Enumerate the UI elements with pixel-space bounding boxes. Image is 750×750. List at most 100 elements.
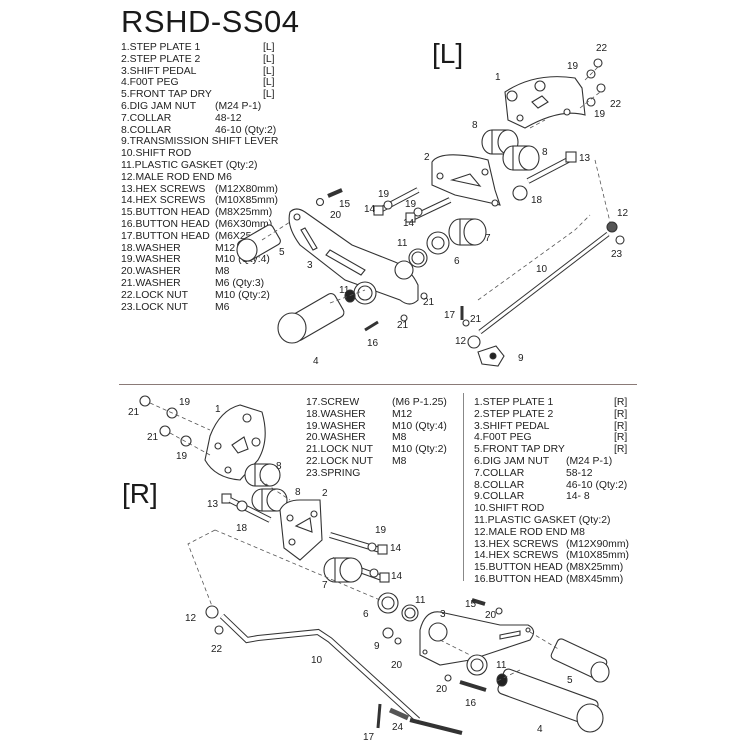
callout: 11 bbox=[397, 238, 408, 249]
part-row: 16.BUTTON HEAD(M8X45mm) bbox=[474, 574, 630, 586]
part-spec: (M6X30mm) bbox=[215, 218, 273, 230]
right-shift-rod-10 bbox=[219, 613, 421, 723]
callout: 13 bbox=[207, 499, 219, 510]
right-button-head-16 bbox=[459, 680, 487, 692]
part-spec: (M6 P-1.25) bbox=[392, 397, 447, 408]
diagram-title: RSHD-SS04 bbox=[121, 4, 300, 39]
callout: 22 bbox=[596, 43, 608, 54]
part-name: 19.WASHER bbox=[306, 420, 366, 432]
part-spec: (M12X90mm) bbox=[566, 538, 629, 550]
part-spec: (M12X80mm) bbox=[215, 183, 278, 195]
part-row: 13.HEX SCREWS(M12X90mm) bbox=[474, 539, 630, 551]
part-row: 2.STEP PLATE 2[R] bbox=[474, 409, 630, 421]
part-name: 9.COLLAR bbox=[474, 491, 525, 503]
part-name: 6.DIG JAM NUT bbox=[474, 455, 550, 467]
callout: 19 bbox=[567, 61, 579, 72]
right-rod-end-12 bbox=[205, 605, 219, 619]
part-spec: M10 (Qty:4) bbox=[392, 420, 447, 432]
part-row: 10.SHIFT ROD bbox=[474, 503, 630, 515]
part-spec: [L] bbox=[263, 89, 275, 101]
callout: 16 bbox=[465, 698, 477, 709]
callout: 6 bbox=[363, 609, 369, 620]
right-step-plate-1 bbox=[204, 404, 266, 481]
left-step-plate-1 bbox=[504, 76, 586, 129]
callout: 20 bbox=[485, 610, 497, 621]
part-name: 21.LOCK NUT bbox=[306, 444, 373, 456]
callout: 10 bbox=[536, 264, 548, 275]
part-spec: M8 bbox=[215, 266, 230, 278]
part-name: 8.COLLAR bbox=[474, 479, 525, 491]
left-button-head-16 bbox=[364, 320, 379, 332]
callout: 21 bbox=[423, 297, 435, 308]
callout: 15 bbox=[339, 199, 351, 210]
right-foot-peg-4 bbox=[496, 668, 604, 733]
part-row: 6.DIG JAM NUT(M24 P-1) bbox=[121, 101, 281, 113]
part-name: 17.BUTTON HEAD bbox=[121, 230, 210, 242]
callout: 8 bbox=[295, 487, 301, 498]
callout: 2 bbox=[424, 152, 430, 163]
right-button-head-15 bbox=[471, 598, 486, 606]
callout: 19 bbox=[378, 189, 390, 200]
part-name: 1.STEP PLATE 1 bbox=[474, 397, 554, 408]
right-shift-pedal-3 bbox=[419, 611, 535, 666]
part-row: 23.SPRING bbox=[306, 468, 456, 480]
part-name: 19.WASHER bbox=[121, 254, 181, 266]
part-name: 12.MALE ROD END M6 bbox=[121, 171, 232, 183]
callout: 19 bbox=[375, 525, 387, 536]
callout: 20 bbox=[391, 660, 403, 671]
part-name: 2.STEP PLATE 2 bbox=[474, 408, 554, 420]
callout: 20 bbox=[330, 210, 342, 221]
part-row: 11.PLASTIC GASKET (Qty:2) bbox=[474, 515, 630, 527]
left-hex-screw-13 bbox=[526, 151, 577, 184]
column-separator bbox=[463, 393, 464, 581]
part-row: 4.F00T PEG[R] bbox=[474, 432, 630, 444]
callout: 11 bbox=[339, 285, 350, 296]
right-front-tap-5 bbox=[550, 638, 610, 683]
right-hex-screw-13 bbox=[221, 493, 272, 523]
callout: 23 bbox=[611, 249, 623, 260]
callout: 9 bbox=[518, 353, 524, 364]
callout: 19 bbox=[176, 451, 188, 462]
part-spec: (M24 P-1) bbox=[566, 455, 613, 467]
callout: 11 bbox=[415, 595, 426, 606]
part-row: 14.HEX SCREWS(M10X85mm) bbox=[121, 195, 281, 207]
part-row: 13.HEX SCREWS(M12X80mm) bbox=[121, 184, 281, 196]
callout: 19 bbox=[179, 397, 191, 408]
part-name: 7.COLLAR bbox=[474, 467, 525, 479]
part-name: 12.MALE ROD END M8 bbox=[474, 526, 585, 538]
callout: 7 bbox=[485, 233, 491, 244]
callout: 15 bbox=[465, 599, 477, 610]
part-row: 19.WASHER M10 (Qty:4) bbox=[306, 421, 456, 433]
part-spec: [R] bbox=[614, 432, 628, 444]
part-name: 3.SHIFT PEDAL bbox=[474, 420, 550, 432]
part-row: 4.F00T PEG[L] bbox=[121, 77, 281, 89]
callout: 13 bbox=[579, 153, 591, 164]
left-rod-end-12 bbox=[606, 221, 618, 233]
part-name: 16.BUTTON HEAD bbox=[474, 573, 563, 585]
callout: 18 bbox=[531, 195, 543, 206]
left-hex-screws-14 bbox=[373, 187, 452, 223]
part-spec: 14- 8 bbox=[566, 491, 590, 503]
part-name: 14.HEX SCREWS bbox=[474, 550, 559, 562]
part-name: 21.WASHER bbox=[121, 277, 181, 289]
callout: 20 bbox=[436, 684, 448, 695]
part-name: 3.SHIFT PEDAL bbox=[121, 65, 197, 77]
left-shift-lever-9 bbox=[477, 345, 505, 367]
right-collar-9 bbox=[382, 627, 394, 639]
part-spec: (M6X25mm) bbox=[215, 230, 273, 242]
part-row: 17.BUTTON HEAD (M6X25mm) bbox=[121, 231, 281, 243]
callout: 14 bbox=[403, 218, 415, 229]
right-spring-24 bbox=[388, 707, 410, 721]
part-spec: M6 bbox=[215, 301, 230, 313]
callout: 4 bbox=[313, 356, 319, 367]
part-name: 15.BUTTON HEAD bbox=[474, 562, 563, 574]
part-spec: M12 bbox=[392, 408, 413, 420]
